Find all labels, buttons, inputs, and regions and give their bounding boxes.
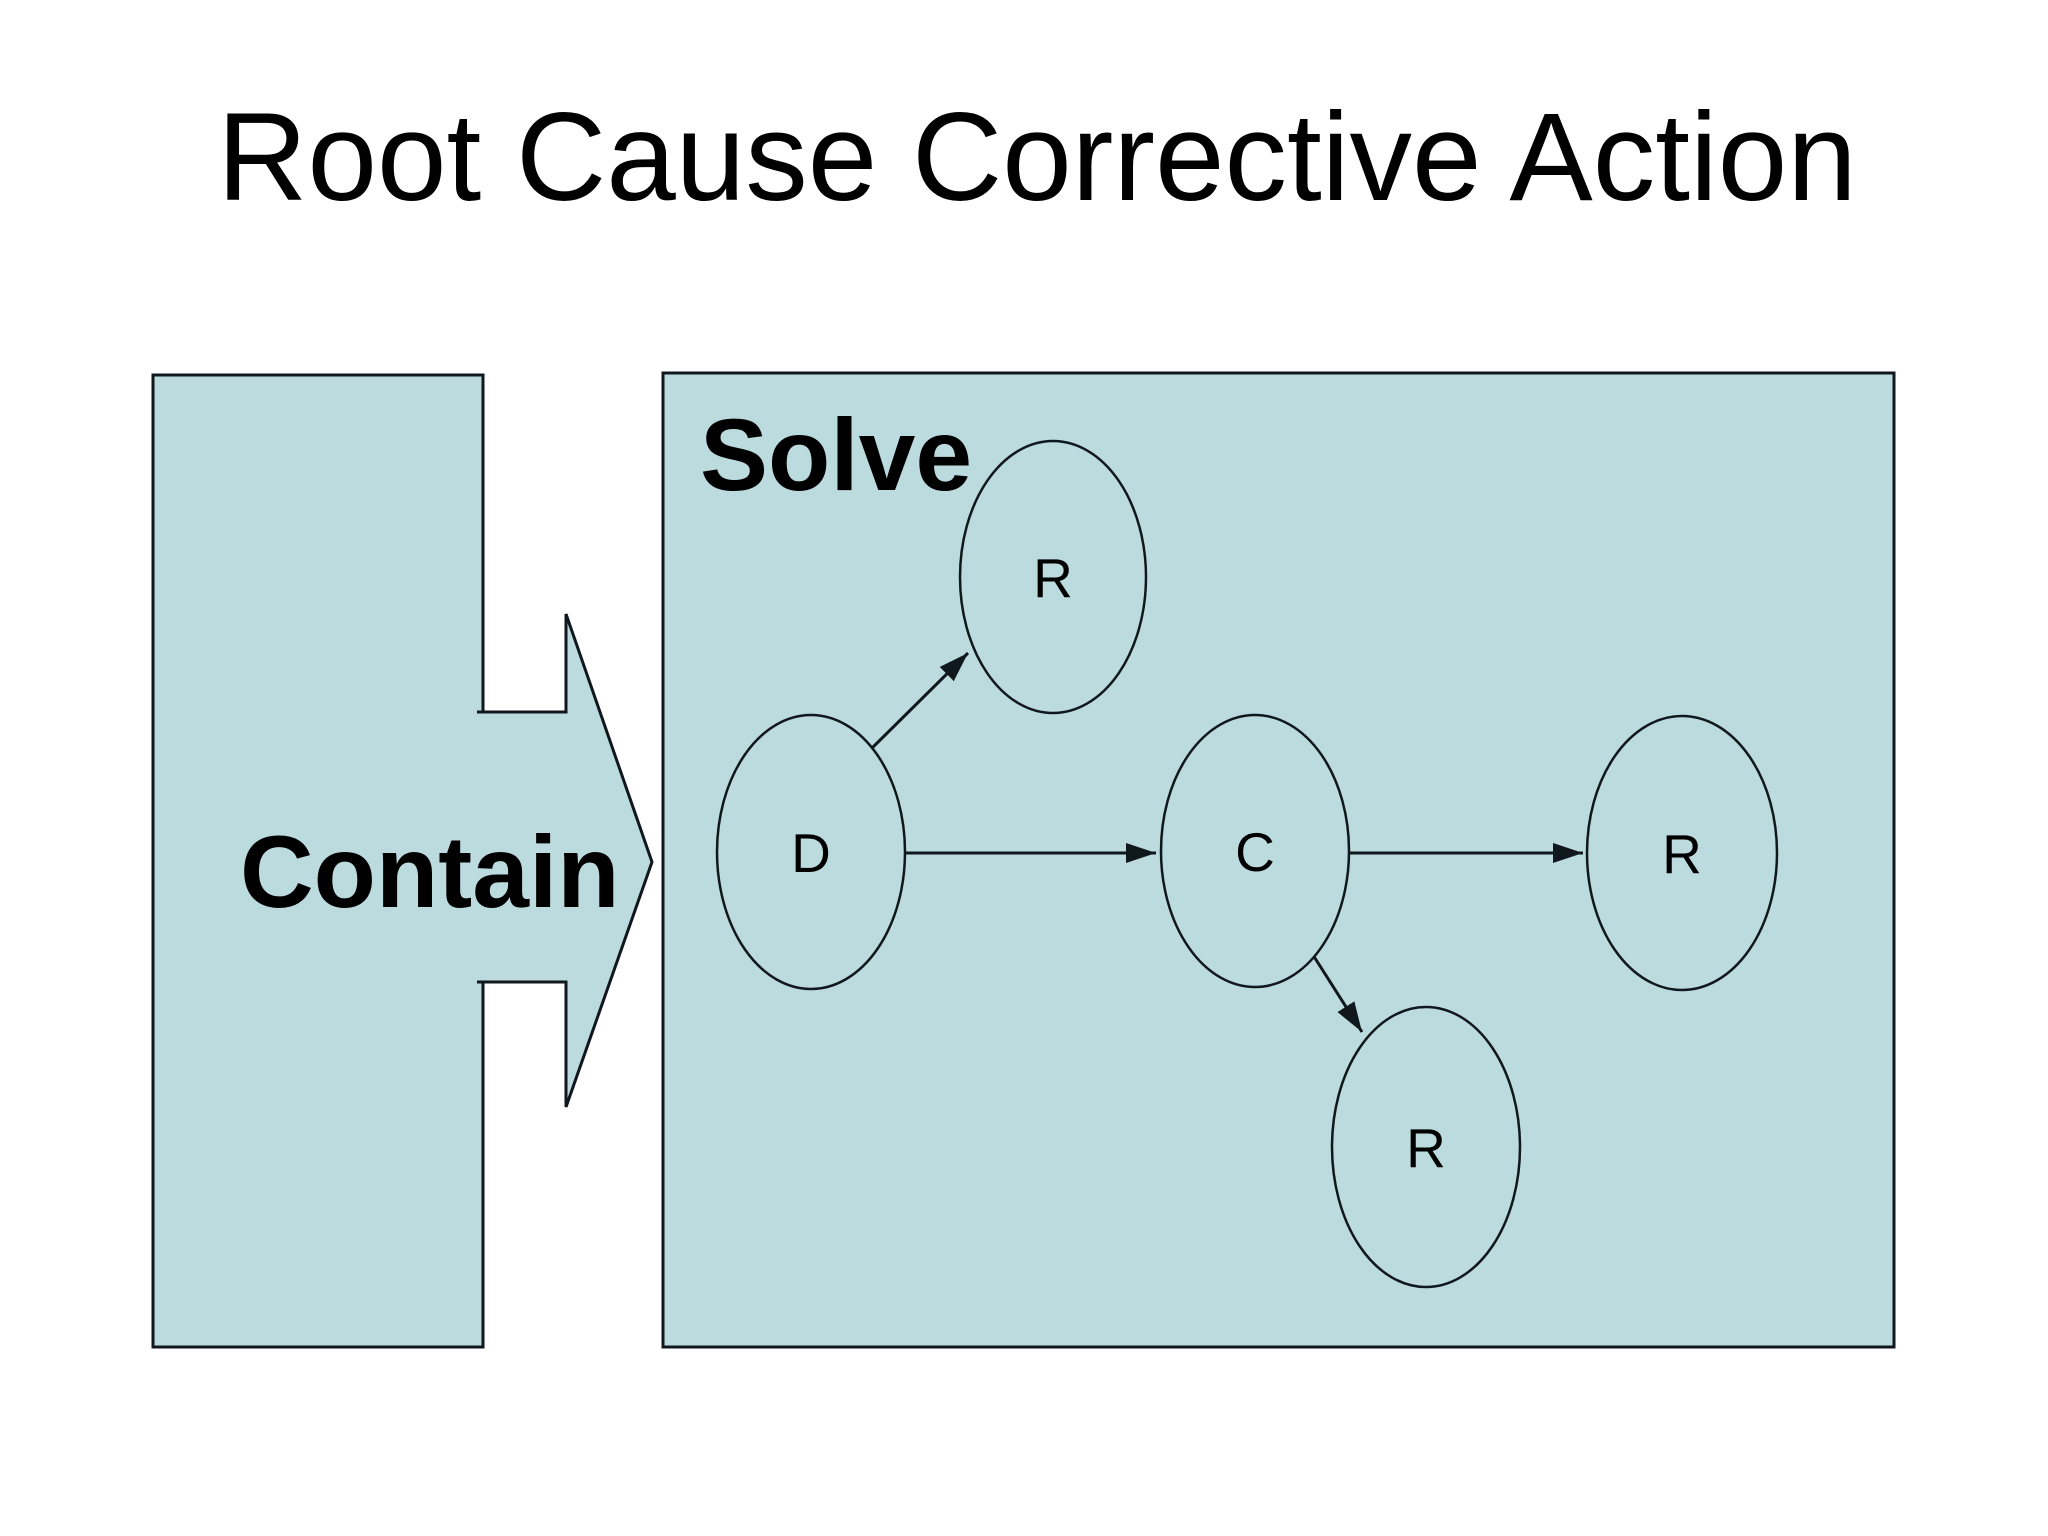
node-r-top-label: R [1033, 547, 1073, 609]
contain-box [151, 373, 485, 1349]
node-r-right-label: R [1662, 823, 1702, 885]
page-title: Root Cause Corrective Action [217, 88, 1857, 227]
connector-c-to-r-bottom [1311, 954, 1364, 1033]
connector-d-to-r-top [866, 651, 970, 754]
solve-label: Solve [700, 398, 972, 512]
node-r-bottom-ellipse [1330, 1005, 1522, 1289]
node-c-label: C [1235, 821, 1275, 883]
node-d-ellipse [715, 713, 907, 991]
node-r-top-ellipse [958, 439, 1148, 715]
right-block-arrow-outline [477, 613, 654, 1108]
contain-label: Contain [240, 815, 620, 929]
node-c-ellipse [1159, 713, 1351, 989]
node-r-right-ellipse [1585, 714, 1779, 992]
node-r-bottom-label: R [1406, 1117, 1446, 1179]
node-d-label: D [791, 822, 831, 884]
